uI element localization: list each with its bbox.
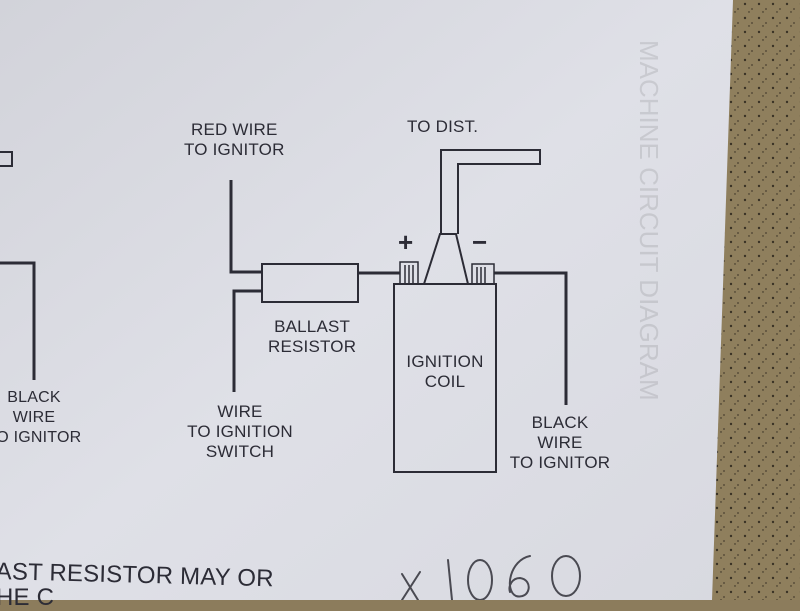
positive-terminal xyxy=(399,261,419,285)
red-wire xyxy=(229,180,262,274)
left-partial-component xyxy=(0,151,13,167)
black-wire-right xyxy=(494,271,568,405)
red-wire-label-line2: TO IGNITOR xyxy=(184,140,285,159)
red-wire-label: RED WIRE TO IGNITOR xyxy=(184,120,285,160)
black-wire-left-label: BLACK WIRE TO IGNITOR xyxy=(0,388,82,448)
ignition-coil-label: IGNITION COIL xyxy=(400,352,490,392)
left-partial-circuit xyxy=(0,151,36,380)
minus-sign: − xyxy=(472,227,488,257)
red-wire-label-line1: RED WIRE xyxy=(190,120,278,139)
black-left-line2: WIRE xyxy=(12,409,56,426)
ballast-label-line2: RESISTOR xyxy=(268,337,357,356)
black-right-line3: TO IGNITOR xyxy=(509,453,611,472)
plus-sign: + xyxy=(398,227,414,257)
to-dist-label: TO DIST. xyxy=(407,117,479,136)
coil-tower xyxy=(422,233,470,285)
svg-text:MACHINE CIRCUIT DIAGRAM: MACHINE CIRCUIT DIAGRAM xyxy=(634,40,664,401)
bottom-caption-line2: HE C xyxy=(0,584,55,611)
switch-label-line3: SWITCH xyxy=(205,442,275,461)
ballast-label-line1: BALLAST xyxy=(274,317,351,336)
black-left-line1: BLACK xyxy=(7,389,61,406)
ballast-resistor xyxy=(261,263,359,303)
ballast-resistor-circuit xyxy=(229,180,400,392)
bleed-through-text: MACHINE CIRCUIT DIAGRAM xyxy=(634,40,664,401)
black-wire-right-label: BLACK WIRE TO IGNITOR xyxy=(502,413,618,473)
ignition-switch-wire-label: WIRE TO IGNITION SWITCH xyxy=(184,402,296,462)
coil-label-line2: COIL xyxy=(424,372,466,391)
black-right-line1: BLACK xyxy=(531,413,589,432)
ignition-coil-group xyxy=(393,149,568,473)
switch-label-line2: TO IGNITION xyxy=(187,422,293,441)
ballast-resistor-label: BALLAST RESISTOR xyxy=(268,317,356,357)
black-left-line3: TO IGNITOR xyxy=(0,429,82,446)
left-black-wire xyxy=(0,261,36,380)
coil-label-line1: IGNITION xyxy=(406,352,484,371)
distributor-lead xyxy=(440,149,541,234)
switch-label-line1: WIRE xyxy=(217,402,263,421)
black-right-line2: WIRE xyxy=(537,433,583,452)
paper-sheet xyxy=(0,0,733,600)
ignition-switch-wire xyxy=(232,289,262,392)
